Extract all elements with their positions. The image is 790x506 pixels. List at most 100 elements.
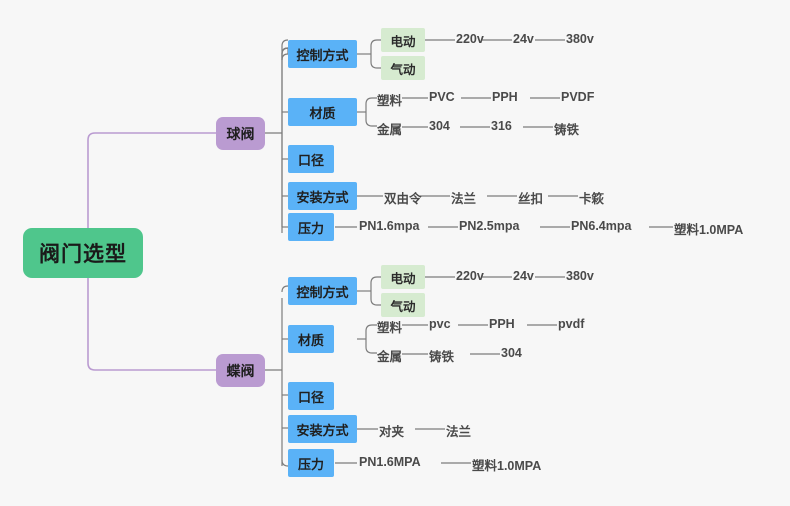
category-node-label: 压力 (297, 456, 324, 472)
category-node-label: 压力 (297, 220, 324, 236)
leaf-node[interactable]: 380v (566, 32, 594, 46)
category-node-label: 口径 (297, 152, 324, 168)
category-node-diameter-ball[interactable]: 口径 (288, 145, 334, 173)
category-node-label: 材质 (309, 105, 336, 121)
category-node-installation-butterfly[interactable]: 安装方式 (288, 415, 357, 443)
leaf-label: 塑料 (377, 94, 403, 108)
leaf-node[interactable]: 220v (456, 269, 484, 283)
leaf-node[interactable]: PN6.4mpa (571, 219, 631, 233)
leaf-label: 法兰 (451, 192, 477, 206)
leaf-node[interactable]: 对夹 (379, 421, 404, 440)
leaf-label: 304 (429, 119, 450, 133)
leaf-node-metal-ball[interactable]: 金属 (377, 119, 402, 138)
leaf-label: 铸铁 (429, 350, 455, 364)
leaf-node[interactable]: PPH (489, 317, 515, 331)
leaf-node[interactable]: 380v (566, 269, 594, 283)
subnode-pneumatic-butterfly[interactable]: 气动 (381, 293, 425, 317)
leaf-label: 铸铁 (554, 123, 580, 137)
leaf-node[interactable]: pvdf (558, 317, 584, 331)
leaf-node-plastic-ball[interactable]: 塑料 (377, 90, 402, 109)
leaf-node[interactable]: PVDF (561, 90, 594, 104)
leaf-node[interactable]: 双由令 (384, 188, 422, 207)
leaf-node[interactable]: 法兰 (451, 188, 476, 207)
leaf-node-plastic-butterfly[interactable]: 塑料 (377, 317, 402, 336)
category-node-label: 口径 (297, 389, 324, 405)
subnode-label: 气动 (390, 299, 416, 314)
subnode-electric-butterfly[interactable]: 电动 (381, 265, 425, 289)
category-node-label: 材质 (297, 332, 324, 348)
leaf-node[interactable]: 24v (513, 269, 534, 283)
leaf-label: PN6.4mpa (571, 219, 632, 233)
leaf-node[interactable]: 304 (429, 119, 450, 133)
leaf-label: PPH (492, 90, 518, 104)
leaf-label: 304 (501, 346, 522, 360)
category-node-control-mode-butterfly[interactable]: 控制方式 (288, 277, 357, 305)
leaf-label: PN2.5mpa (459, 219, 520, 233)
subnode-label: 气动 (390, 62, 416, 77)
leaf-label: 丝扣 (518, 192, 544, 206)
leaf-label: PPH (489, 317, 515, 331)
leaf-label: 24v (513, 32, 534, 46)
leaf-label: 220v (456, 269, 484, 283)
leaf-node[interactable]: PN2.5mpa (459, 219, 519, 233)
category-node-diameter-butterfly[interactable]: 口径 (288, 382, 334, 410)
leaf-node[interactable]: 卡篍 (579, 188, 604, 207)
leaf-node[interactable]: 24v (513, 32, 534, 46)
leaf-node[interactable]: PPH (492, 90, 518, 104)
leaf-node[interactable]: 塑料1.0MPA (472, 455, 541, 474)
leaf-node[interactable]: PN1.6MPA (359, 455, 421, 469)
leaf-label: 塑料1.0MPA (674, 223, 744, 237)
leaf-node[interactable]: 220v (456, 32, 484, 46)
root-node-label: 阀门选型 (39, 243, 127, 266)
category-node-label: 控制方式 (296, 284, 349, 300)
branch-node-label: 球阀 (226, 125, 255, 142)
leaf-label: 316 (491, 119, 512, 133)
leaf-label: 双由令 (384, 192, 422, 206)
leaf-label: 金属 (377, 123, 403, 137)
leaf-label: PN1.6MPA (359, 455, 421, 469)
leaf-label: PVC (429, 90, 455, 104)
branch-node-ball-valve[interactable]: 球阀 (216, 117, 265, 150)
subnode-label: 电动 (390, 271, 416, 286)
category-node-material-butterfly[interactable]: 材质 (288, 325, 334, 353)
subnode-pneumatic-ball[interactable]: 气动 (381, 56, 425, 80)
leaf-node[interactable]: 铸铁 (554, 119, 579, 138)
leaf-label: 塑料 (377, 321, 403, 335)
branch-node-butterfly-valve[interactable]: 蝶阀 (216, 354, 265, 387)
leaf-node-metal-butterfly[interactable]: 金属 (377, 346, 402, 365)
leaf-label: pvdf (558, 317, 585, 331)
leaf-label: 对夹 (379, 425, 405, 439)
leaf-label: 法兰 (446, 425, 472, 439)
leaf-node[interactable]: 塑料1.0MPA (674, 219, 743, 238)
root-node[interactable]: 阀门选型 (23, 228, 143, 278)
leaf-label: 380v (566, 269, 594, 283)
branch-node-label: 蝶阀 (226, 362, 255, 379)
leaf-node[interactable]: PVC (429, 90, 455, 104)
leaf-node[interactable]: pvc (429, 317, 451, 331)
leaf-label: 金属 (377, 350, 403, 364)
category-node-pressure-ball[interactable]: 压力 (288, 213, 334, 241)
category-node-material-ball[interactable]: 材质 (288, 98, 357, 126)
category-node-installation-ball[interactable]: 安装方式 (288, 182, 357, 210)
leaf-node[interactable]: 304 (501, 346, 522, 360)
category-node-label: 控制方式 (296, 47, 349, 63)
subnode-electric-ball[interactable]: 电动 (381, 28, 425, 52)
leaf-label: 24v (513, 269, 534, 283)
category-node-label: 安装方式 (296, 189, 349, 205)
leaf-label: pvc (429, 317, 451, 331)
leaf-label: 220v (456, 32, 484, 46)
leaf-label: 380v (566, 32, 594, 46)
leaf-node[interactable]: 丝扣 (518, 188, 543, 207)
leaf-label: PVDF (561, 90, 595, 104)
leaf-node[interactable]: PN1.6mpa (359, 219, 419, 233)
category-node-control-mode-ball[interactable]: 控制方式 (288, 40, 357, 68)
leaf-node[interactable]: 法兰 (446, 421, 471, 440)
subnode-label: 电动 (390, 34, 416, 49)
leaf-node[interactable]: 铸铁 (429, 346, 454, 365)
leaf-node[interactable]: 316 (491, 119, 512, 133)
leaf-label: 卡篍 (579, 192, 605, 206)
leaf-label: 塑料1.0MPA (472, 459, 542, 473)
category-node-pressure-butterfly[interactable]: 压力 (288, 449, 334, 477)
